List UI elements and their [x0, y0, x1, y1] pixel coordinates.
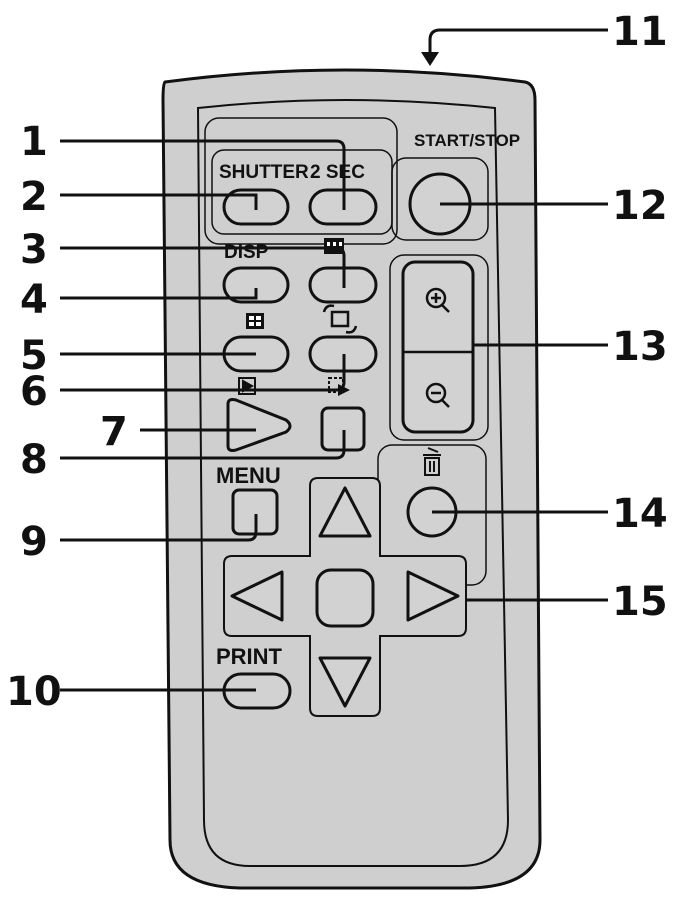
start-stop-label: START/STOP [414, 131, 520, 150]
callout-15: 15 [612, 579, 668, 625]
callout-5: 5 [20, 333, 48, 379]
zoom-panel [389, 254, 489, 441]
callout-11: 11 [612, 9, 668, 55]
callout-2: 2 [20, 174, 48, 220]
leader-3 [60, 246, 346, 288]
callout-9: 9 [20, 519, 48, 565]
callout-4: 4 [20, 277, 48, 323]
leader-9 [60, 514, 258, 542]
left-button[interactable] [230, 570, 284, 622]
two-sec-label: 2 SEC [310, 162, 365, 183]
callout-7: 7 [100, 409, 128, 455]
disp-button[interactable] [222, 266, 290, 304]
leader-11 [428, 28, 608, 55]
shutter-label: SHUTTER [219, 162, 309, 183]
arrow-11-head [421, 52, 439, 66]
callout-14: 14 [612, 491, 668, 537]
print-label: PRINT [216, 644, 283, 669]
callout-8: 8 [20, 437, 48, 483]
down-button[interactable] [318, 656, 372, 708]
callout-12: 12 [612, 183, 668, 229]
film-icon [324, 238, 344, 254]
callout-13: 13 [612, 324, 668, 370]
rotate-icon [322, 304, 358, 334]
callout-10: 10 [6, 669, 62, 715]
top-left-panel [204, 117, 398, 245]
leader-4 [60, 288, 258, 300]
up-button[interactable] [318, 486, 372, 538]
zoom-out-icon [425, 382, 450, 408]
callout-1: 1 [20, 119, 48, 165]
right-button[interactable] [406, 570, 460, 622]
play-button[interactable] [226, 398, 292, 452]
disp-label: DISP [224, 242, 269, 263]
leader-1 [60, 139, 346, 210]
leader-6 [60, 354, 346, 392]
callout-6: 6 [20, 369, 48, 415]
zoom-in-icon [425, 287, 450, 313]
leader-2 [60, 193, 258, 210]
center-button[interactable] [315, 568, 375, 628]
index-grid-icon [246, 313, 264, 329]
leader-8 [60, 430, 346, 460]
start-stop-panel [391, 157, 489, 241]
inner-panel [196, 99, 510, 867]
callout-3: 3 [20, 227, 48, 273]
trash-icon [423, 447, 441, 476]
menu-label: MENU [216, 463, 281, 488]
zoom-rocker[interactable] [401, 260, 475, 434]
